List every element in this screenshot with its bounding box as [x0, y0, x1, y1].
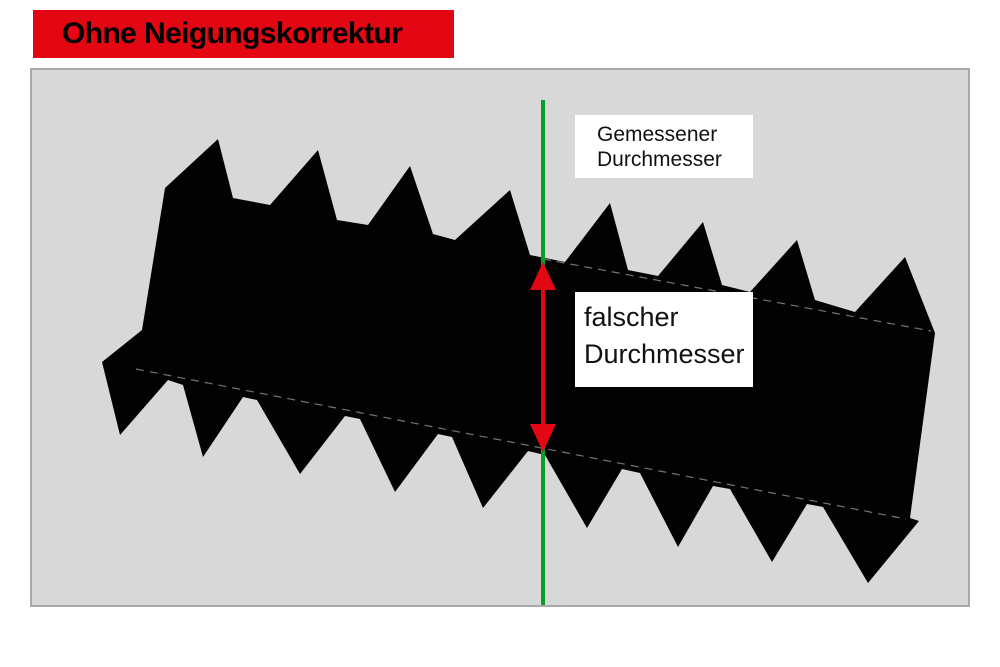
title-banner: Ohne Neigungskorrektur [33, 10, 454, 58]
wrong-diameter-label: falscher Durchmesser [575, 292, 753, 387]
wrong-diameter-label-line1: falscher [584, 302, 679, 332]
measured-diameter-label-line1: Gemessener [597, 123, 718, 146]
arrow-head-bottom [530, 424, 556, 452]
wrong-diameter-label-line2: Durchmesser [584, 339, 745, 369]
measured-diameter-label: Gemessener Durchmesser [575, 115, 753, 178]
title-banner-label: Ohne Neigungskorrektur [62, 17, 403, 50]
measured-diameter-label-line2: Durchmesser [597, 148, 722, 171]
crest-hairline-bottom [135, 368, 907, 520]
thread-silhouette [102, 139, 935, 583]
arrow-head-top [530, 262, 556, 290]
